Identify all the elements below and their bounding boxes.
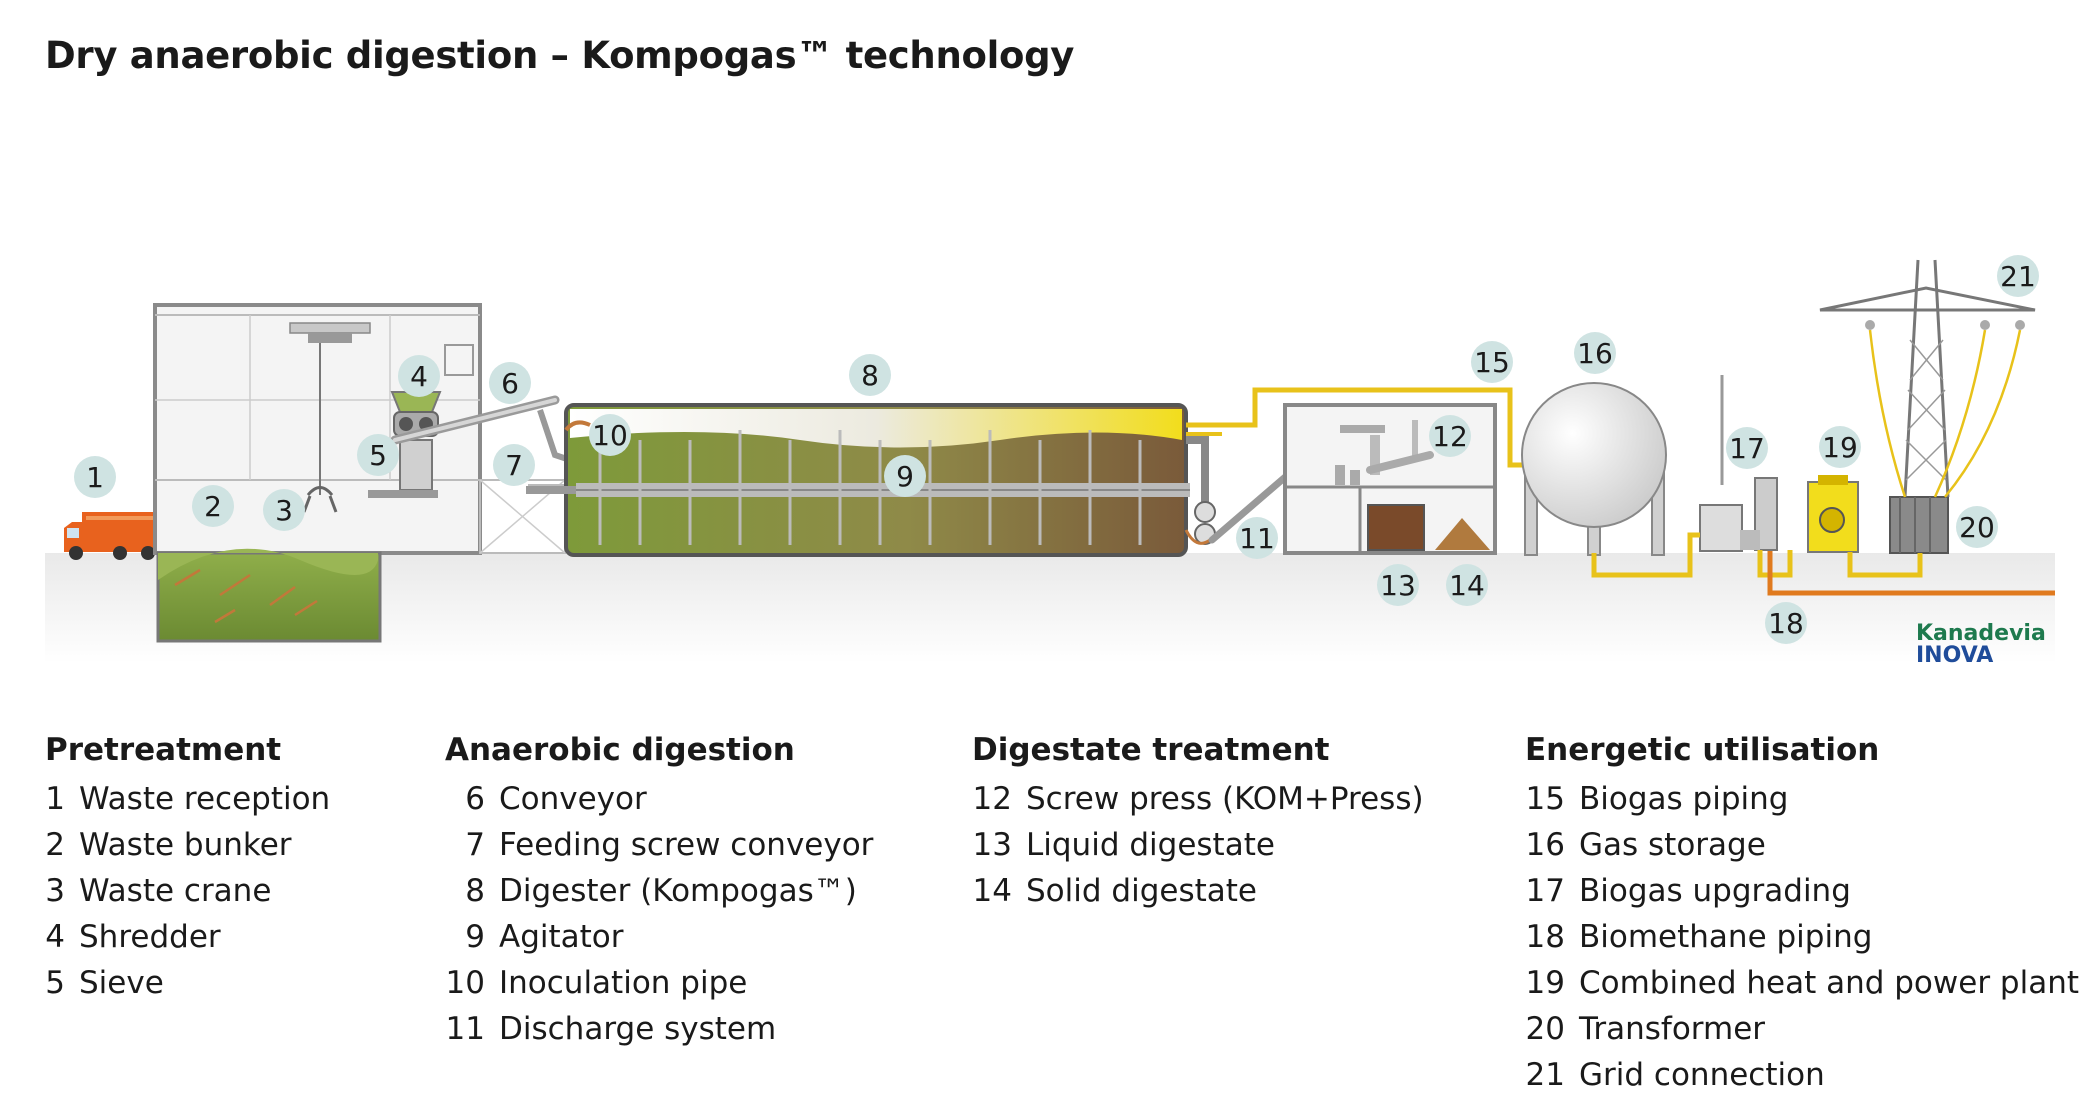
svg-text:1: 1	[86, 461, 104, 494]
digester	[526, 403, 1216, 557]
marker-20: 20	[1956, 506, 1998, 548]
legend-heading: Digestate treatment	[972, 732, 1330, 768]
legend-heading: Anaerobic digestion	[445, 732, 795, 768]
biogas-pipe	[1186, 387, 1525, 468]
marker-18: 18	[1765, 602, 1807, 644]
power-pylon	[1819, 259, 2036, 498]
marker-13: 13	[1377, 564, 1419, 606]
marker-15: 15	[1471, 341, 1513, 383]
marker-1: 1	[74, 456, 116, 498]
svg-text:7: 7	[505, 449, 523, 482]
legend-heading: Pretreatment	[45, 732, 282, 768]
legend-heading: Energetic utilisation	[1525, 732, 1880, 768]
svg-text:9: 9	[896, 460, 914, 493]
svg-text:15: 15	[1474, 346, 1510, 379]
marker-5: 5	[357, 434, 399, 476]
svg-text:13: 13	[1380, 569, 1416, 602]
biomethane-pipe	[1767, 551, 2055, 596]
brand-logo-line2: INOVA	[1916, 643, 1993, 668]
marker-17: 17	[1726, 427, 1768, 469]
svg-text:2: 2	[204, 490, 222, 523]
gas-storage-sphere	[1521, 382, 1667, 556]
svg-text:5: 5	[369, 439, 387, 472]
biogas-ground-pipe	[1591, 532, 1923, 578]
page-title: Dry anaerobic digestion – Kompogas™ tech…	[45, 34, 1075, 77]
marker-12: 12	[1429, 415, 1471, 457]
process-diagram: 1 2 3 4 5 6 7 8 9 10 11 12 13 14 15 16 1…	[45, 255, 2055, 668]
marker-11: 11	[1236, 517, 1278, 559]
svg-text:11: 11	[1239, 522, 1275, 555]
marker-21: 21	[1997, 255, 2039, 297]
marker-10: 10	[589, 414, 631, 456]
marker-2: 2	[192, 485, 234, 527]
svg-text:8: 8	[861, 359, 879, 392]
truck-icon	[64, 512, 164, 560]
marker-4: 4	[398, 355, 440, 397]
svg-text:19: 19	[1822, 431, 1858, 464]
marker-9: 9	[884, 455, 926, 497]
chp-plant	[1807, 475, 1859, 553]
svg-text:6: 6	[501, 367, 519, 400]
svg-text:17: 17	[1729, 432, 1765, 465]
marker-14: 14	[1446, 564, 1488, 606]
marker-3: 3	[263, 489, 305, 531]
svg-text:20: 20	[1959, 511, 1995, 544]
biogas-upgrading	[1699, 375, 1778, 552]
marker-16: 16	[1574, 332, 1616, 374]
svg-text:12: 12	[1432, 420, 1468, 453]
svg-text:4: 4	[410, 360, 428, 393]
marker-8: 8	[849, 354, 891, 396]
marker-7: 7	[493, 444, 535, 486]
svg-text:21: 21	[2000, 260, 2036, 293]
svg-text:3: 3	[275, 494, 293, 527]
svg-text:16: 16	[1577, 337, 1613, 370]
brand-logo-line1: Kanadevia	[1916, 621, 2046, 646]
svg-text:14: 14	[1449, 569, 1485, 602]
marker-6: 6	[489, 362, 531, 404]
transformer	[1889, 496, 1949, 554]
marker-19: 19	[1819, 426, 1861, 468]
svg-text:10: 10	[592, 419, 628, 452]
svg-text:18: 18	[1768, 607, 1804, 640]
